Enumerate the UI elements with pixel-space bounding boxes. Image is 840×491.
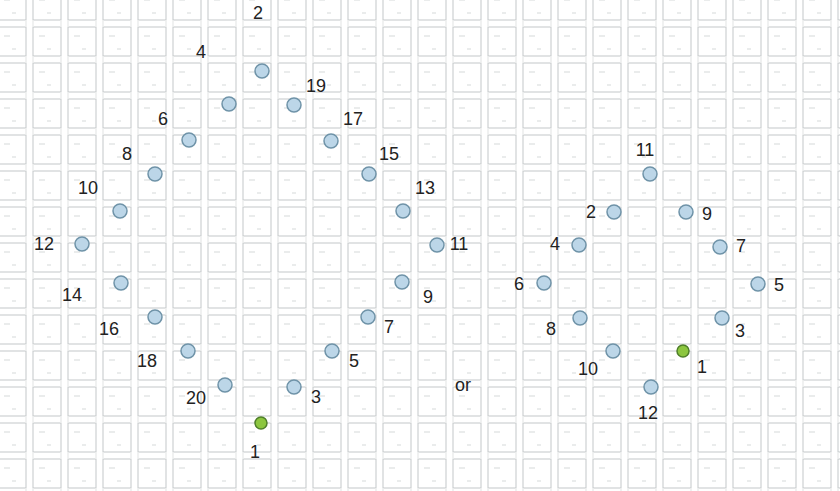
stitch-dot bbox=[287, 380, 301, 394]
callout-number: 9 bbox=[421, 287, 435, 307]
stitch-dot bbox=[679, 205, 693, 219]
separator-word: or bbox=[453, 375, 473, 395]
callout-number: 5 bbox=[772, 275, 786, 295]
callout-number: 9 bbox=[700, 204, 714, 224]
callout-number: 10 bbox=[576, 359, 600, 379]
callout-number: 13 bbox=[413, 178, 437, 198]
stitch-dot bbox=[395, 275, 409, 289]
stitch-dot bbox=[396, 204, 410, 218]
stitch-dot bbox=[287, 98, 301, 112]
callout-number: 5 bbox=[347, 351, 361, 371]
callout-number: 12 bbox=[32, 234, 56, 254]
stitch-dot bbox=[325, 344, 339, 358]
callout-number: 18 bbox=[135, 351, 159, 371]
stitch-dot bbox=[181, 344, 195, 358]
callout-number: 3 bbox=[733, 321, 747, 341]
callout-number: 12 bbox=[636, 403, 660, 423]
stitch-dot bbox=[75, 237, 89, 251]
stitch-dot bbox=[751, 277, 765, 291]
stitch-dot bbox=[222, 97, 236, 111]
callout-number: 3 bbox=[309, 387, 323, 407]
stitch-dot bbox=[572, 238, 586, 252]
callout-number: 11 bbox=[634, 140, 657, 160]
stitch-dot bbox=[606, 344, 620, 358]
callout-number: 2 bbox=[584, 202, 598, 222]
stitch-dot bbox=[713, 240, 727, 254]
stitch-dot bbox=[255, 64, 269, 78]
callout-number: 8 bbox=[120, 144, 134, 164]
stitch-dot bbox=[430, 238, 444, 252]
stitch-dot bbox=[182, 133, 196, 147]
callout-number: 4 bbox=[548, 234, 562, 254]
callout-number: 6 bbox=[512, 274, 526, 294]
stitch-dot bbox=[361, 310, 375, 324]
start-dot bbox=[677, 345, 689, 357]
stitch-dot bbox=[362, 167, 376, 181]
callout-number: 4 bbox=[194, 42, 208, 62]
callout-number: 19 bbox=[304, 76, 328, 96]
stitch-dot bbox=[324, 134, 338, 148]
stitch-dot bbox=[643, 167, 657, 181]
callout-number: 15 bbox=[377, 144, 401, 164]
callout-number: 6 bbox=[156, 109, 170, 129]
stitch-dot bbox=[644, 380, 658, 394]
start-dot bbox=[255, 417, 267, 429]
callout-number: 7 bbox=[734, 236, 748, 256]
stitch-dot bbox=[218, 378, 232, 392]
stitch-dot bbox=[715, 311, 729, 325]
callout-number: 20 bbox=[184, 388, 208, 408]
stitch-dot bbox=[114, 276, 128, 290]
stitch-dot bbox=[148, 310, 162, 324]
callout-number: 14 bbox=[60, 285, 84, 305]
callout-number: 11 bbox=[448, 234, 471, 254]
stitch-dot bbox=[148, 167, 162, 181]
stitch-dot bbox=[573, 311, 587, 325]
stitch-dot bbox=[607, 205, 621, 219]
callout-number: 2 bbox=[251, 3, 265, 23]
callout-number: 16 bbox=[97, 319, 121, 339]
stitch-dot bbox=[537, 276, 551, 290]
callout-number: 10 bbox=[76, 178, 100, 198]
callout-number: 1 bbox=[695, 357, 709, 377]
callout-number: 8 bbox=[544, 319, 558, 339]
stitch-dot bbox=[113, 204, 127, 218]
callout-number: 1 bbox=[248, 442, 262, 462]
callout-number: 17 bbox=[341, 109, 365, 129]
callout-number: 7 bbox=[382, 317, 396, 337]
